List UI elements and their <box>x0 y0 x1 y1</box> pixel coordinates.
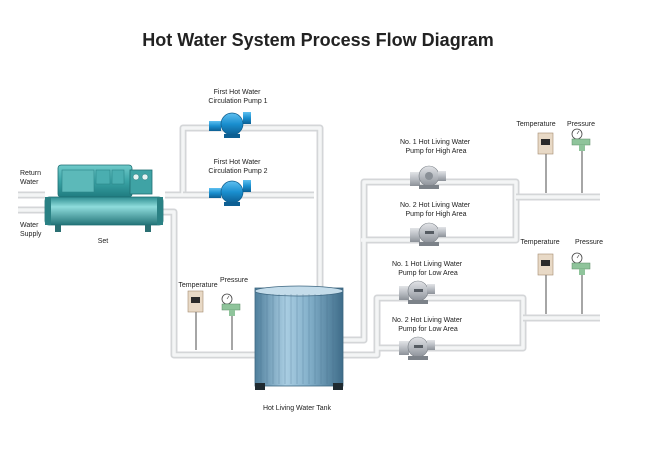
chiller-set <box>44 164 164 232</box>
temperature-sensor-high <box>537 132 554 193</box>
water-supply-label: Water Supply <box>20 222 42 238</box>
pressure-label-low: Pressure <box>575 239 603 246</box>
hot-living-water-tank <box>254 285 344 390</box>
temperature-label-low: Temperature <box>520 239 559 246</box>
high-area-pump-1-label: No. 1 Hot Living Water Pump for High Are… <box>400 139 472 155</box>
return-water-label: Return Water <box>20 170 43 186</box>
set-label: Set <box>98 238 109 245</box>
low-area-pump-2 <box>399 336 435 360</box>
low-area-pump-2-label: No. 2 Hot Living Water Pump for Low Area <box>392 317 464 333</box>
temperature-sensor-tank <box>187 290 204 350</box>
tank-label: Hot Living Water Tank <box>263 405 332 412</box>
pressure-label-high: Pressure <box>567 121 595 128</box>
circulation-pump-2-label: First Hot Water Circulation Pump 2 <box>208 159 267 175</box>
circulation-pump-1-label: First Hot Water Circulation Pump 1 <box>208 89 267 105</box>
pressure-gauge-high <box>571 128 591 193</box>
high-area-pump-2 <box>410 222 446 246</box>
pressure-label-tank: Pressure <box>220 277 248 284</box>
diagram-title: Hot Water System Process Flow Diagram <box>142 30 493 50</box>
pressure-gauge-tank <box>221 293 241 350</box>
pressure-gauge-low <box>571 252 591 314</box>
pipe-network <box>18 124 600 359</box>
high-area-pump-2-label: No. 2 Hot Living Water Pump for High Are… <box>400 202 472 218</box>
temperature-sensor-low <box>537 253 554 314</box>
high-area-pump-1 <box>410 165 446 189</box>
low-area-pump-1-label: No. 1 Hot Living Water Pump for Low Area <box>392 261 464 277</box>
temperature-label-high: Temperature <box>516 121 555 128</box>
low-area-pump-1 <box>399 280 435 304</box>
circulation-pump-1 <box>209 112 251 138</box>
temperature-label-tank: Temperature <box>178 282 217 289</box>
circulation-pump-2 <box>209 180 251 206</box>
